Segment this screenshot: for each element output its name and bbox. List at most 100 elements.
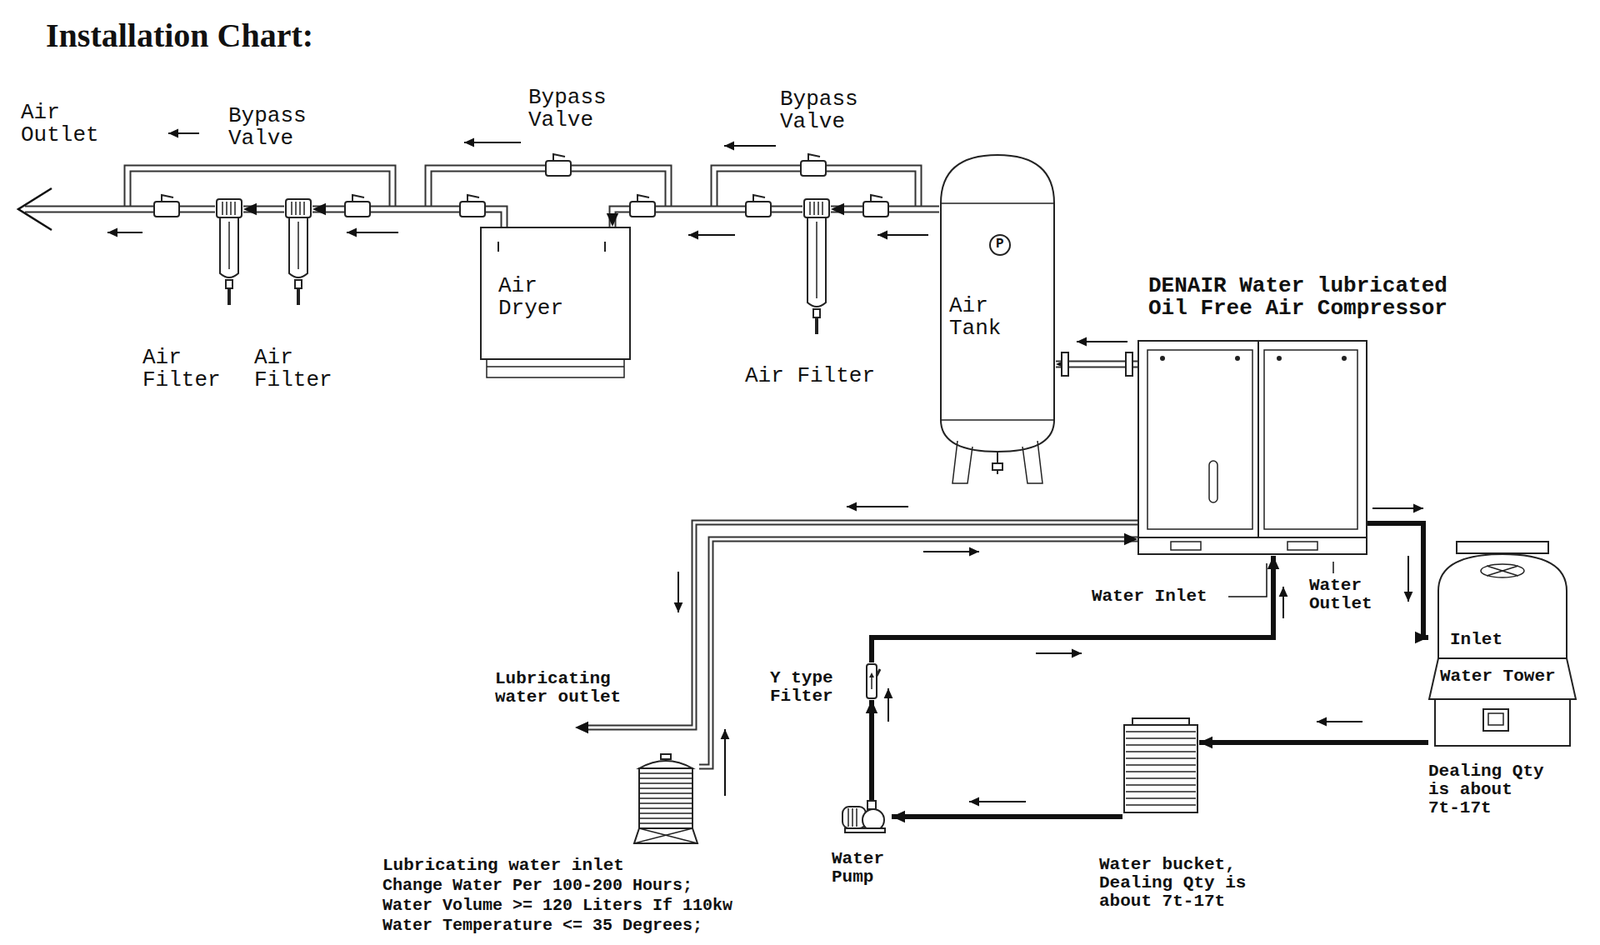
chart-title: Installation Chart: (45, 18, 314, 54)
flow-arrow-head (464, 138, 475, 148)
pipe-wall (583, 522, 1138, 728)
pipe-bore (25, 207, 215, 212)
bucket-part (1125, 804, 1196, 806)
lub-part (640, 792, 692, 795)
bucket-outline (1122, 717, 1200, 815)
arrow-head (830, 203, 845, 215)
bucket-part (1125, 750, 1196, 753)
filter-node: Air Filter (215, 198, 244, 307)
part-label: Air Outlet (20, 101, 113, 148)
lub-part (634, 828, 693, 844)
filter-part (216, 199, 242, 218)
filter-part (813, 309, 820, 318)
tank-part (952, 440, 973, 484)
component-label: Water Pump (831, 850, 899, 887)
component-label: Water Tower (1440, 667, 1556, 686)
filter-outline (215, 198, 244, 307)
pump-part (855, 808, 858, 827)
outlet-arrow (18, 188, 52, 230)
lub-part (640, 822, 692, 825)
dryer-part (486, 359, 625, 378)
arrow-head (606, 213, 619, 227)
flow-arrow-head (1071, 649, 1082, 659)
water-pipe (865, 700, 878, 800)
component-label: Inlet (1450, 630, 1503, 650)
yf-outline (863, 662, 880, 700)
flow-arrow-head (969, 797, 980, 807)
lub-outline (632, 753, 700, 845)
part-label: Bypass Valve (528, 86, 637, 133)
filter-part (285, 199, 311, 218)
yf-node: Y type Filter (863, 662, 880, 700)
lub-part (640, 807, 692, 810)
lub-part (660, 754, 671, 760)
tank-part (940, 419, 1055, 421)
tower-part (1488, 713, 1504, 725)
filter-part (295, 280, 302, 289)
tower-node: InletWater Tower (1428, 540, 1577, 750)
pipe-wall (699, 539, 1138, 767)
pipe-wall (25, 205, 215, 214)
component-label: Air Filter (254, 346, 338, 393)
dryer-part (604, 241, 606, 252)
water-line (891, 814, 1123, 820)
tower-part (1456, 541, 1549, 554)
water-pipe (871, 555, 1280, 663)
arrow-head (1199, 736, 1213, 749)
flow-arrow-head (1413, 504, 1424, 514)
filter-part (809, 201, 811, 215)
valve-body (863, 201, 889, 217)
bucket-node: Water bucket, Dealing Qty is about 7t-17… (1122, 717, 1200, 815)
valve-handle (753, 195, 765, 202)
pump-outline (841, 800, 892, 834)
pipe-bore (583, 522, 1138, 728)
filter-part (804, 199, 830, 218)
tower-part (1438, 554, 1567, 659)
tank-part (940, 202, 1055, 205)
bucket-part (1125, 784, 1196, 786)
lub-part (640, 772, 692, 775)
dryer-part (497, 241, 500, 252)
valve-body (345, 201, 370, 217)
part-label: Water Inlet (1091, 587, 1208, 606)
water-pipe (891, 810, 1123, 823)
pipe-bore (699, 539, 1138, 767)
part-label: Lubricating water outlet (495, 670, 629, 707)
filter-part (303, 201, 305, 215)
part-label: Dealing Qty is about 7t-17t (1428, 762, 1554, 818)
tower-part (1435, 699, 1570, 746)
comp-part (1257, 340, 1260, 538)
comp-part (1138, 537, 1367, 555)
filter-part (295, 201, 297, 215)
flow-arrow-head (724, 141, 735, 151)
comp-part (1341, 355, 1347, 361)
part-label: Water Outlet (1309, 576, 1385, 614)
bucket-part (1125, 730, 1196, 733)
valve-handle (352, 195, 365, 202)
component-label: Water bucket, Dealing Qty is about 7t-17… (1099, 855, 1266, 911)
bucket-part (1125, 737, 1196, 740)
part-label: Water Volume >= 120 Liters If 110kw (382, 896, 733, 915)
filter-part (230, 201, 232, 215)
flow-arrow-head (1279, 586, 1289, 597)
tower-part (1486, 565, 1519, 576)
pipe-flange (1061, 352, 1069, 376)
arrow-head (243, 203, 257, 215)
lub-part (639, 828, 698, 844)
flow-arrow-head (884, 688, 894, 699)
filter-part (813, 201, 815, 215)
pump-node: Water Pump (841, 800, 892, 834)
comp-part (1287, 541, 1318, 550)
component-label: DENAIR Water lubricated Oil Free Air Com… (1148, 275, 1465, 321)
lubricating-outlet-pipe (583, 522, 1138, 728)
valve-handle (161, 195, 174, 202)
filter-part (220, 217, 239, 278)
lub-part (640, 787, 692, 790)
component-label: Air Dryer (498, 275, 590, 321)
valve-handle (870, 195, 883, 202)
lub-part (640, 797, 692, 800)
filter-part (289, 217, 308, 278)
lub-node: Lubricating water inlet (632, 753, 700, 845)
lub-part (634, 828, 698, 844)
part-label: P (995, 237, 1005, 252)
